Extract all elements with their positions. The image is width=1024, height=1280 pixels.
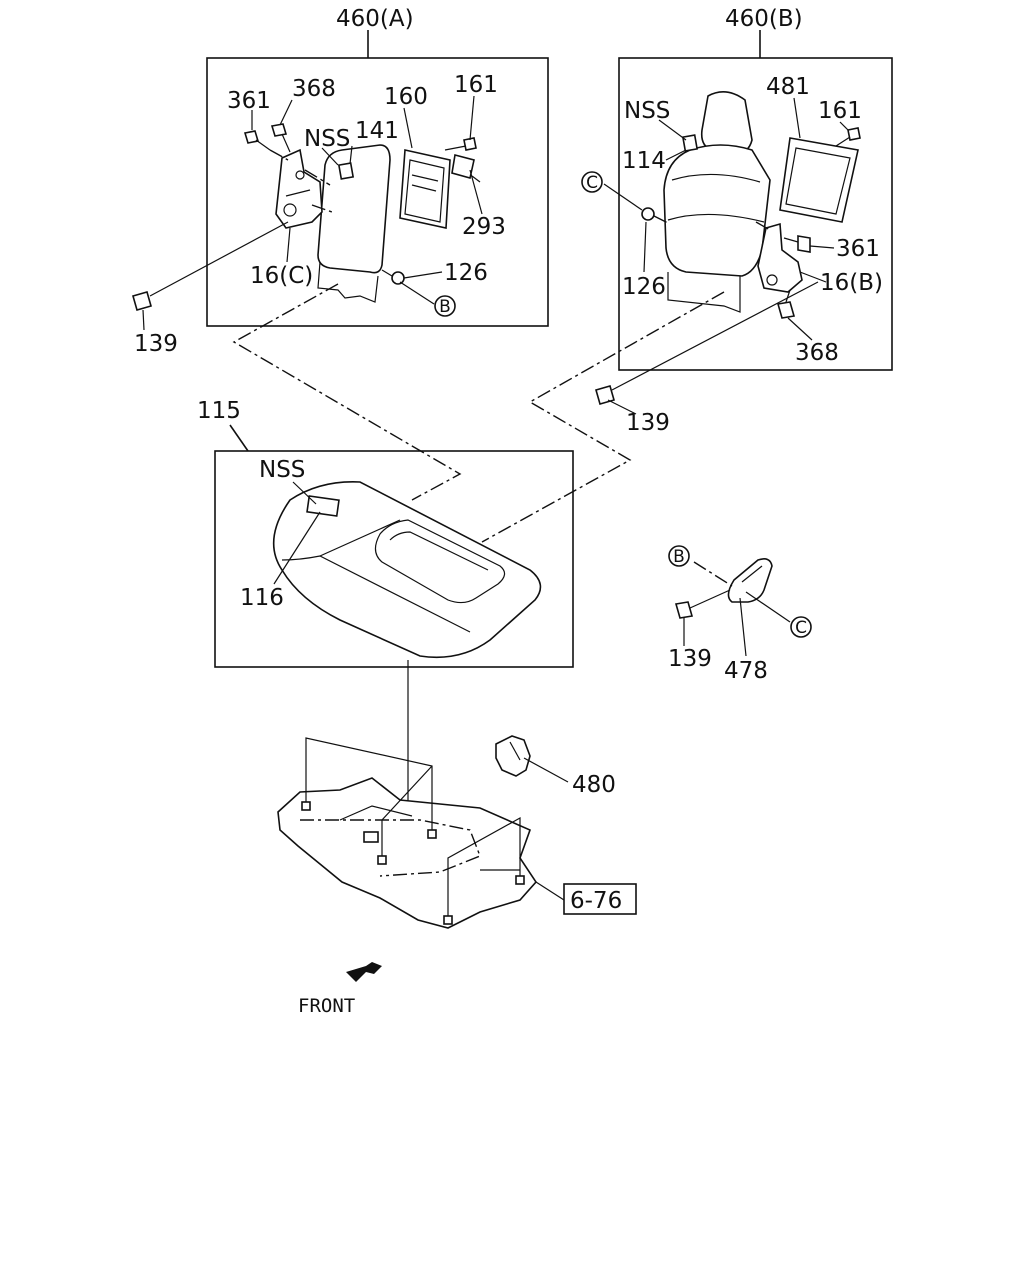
part-368-b-label: 368 bbox=[795, 340, 839, 366]
part-114-label: 114 bbox=[622, 148, 666, 174]
part-361-b-label: 361 bbox=[836, 236, 880, 262]
part-160-label: 160 bbox=[384, 84, 428, 110]
ref-circle-c-b bbox=[581, 171, 603, 193]
part-139-bracket-label: 139 bbox=[668, 646, 712, 672]
ref-circle-b-bracket bbox=[668, 545, 690, 567]
part-480-label: 480 bbox=[572, 772, 616, 798]
ref-circle-b-bracket-letter: B bbox=[673, 547, 685, 567]
part-139-mid-label: 139 bbox=[626, 410, 670, 436]
assy-460a-label: 460(A) bbox=[336, 6, 414, 32]
ref-circle-c-b-letter: C bbox=[586, 173, 598, 193]
part-161-label: 161 bbox=[454, 72, 498, 98]
ref-circle-c-bracket-letter: C bbox=[795, 618, 807, 638]
part-126-b-label: 126 bbox=[622, 274, 666, 300]
nss-label-b: NSS bbox=[624, 98, 670, 124]
bracket-478 bbox=[674, 558, 791, 623]
seatback-b-group-box bbox=[618, 57, 893, 371]
assy-460b-label: 460(B) bbox=[725, 6, 803, 32]
front-label: FRONT bbox=[298, 995, 355, 1017]
part-361-label: 361 bbox=[227, 88, 271, 114]
ref-box-6-76 bbox=[563, 883, 637, 915]
part-478-label: 478 bbox=[724, 658, 768, 684]
seatback-a-assembly bbox=[243, 123, 481, 303]
floor-pan bbox=[277, 737, 538, 929]
nss-label-cushion: NSS bbox=[259, 457, 305, 483]
seatback-a-group-box bbox=[206, 57, 549, 327]
ref-box-6-76-label: 6-76 bbox=[570, 888, 622, 914]
seatback-b-assembly bbox=[641, 91, 861, 319]
clip-480 bbox=[495, 735, 569, 783]
part-141-label: 141 bbox=[355, 118, 399, 144]
ref-circle-b-a-letter: B bbox=[439, 297, 451, 317]
part-16c-label: 16(C) bbox=[250, 263, 313, 289]
part-293-label: 293 bbox=[462, 214, 506, 240]
ref-circle-b-a bbox=[434, 295, 456, 317]
part-368-label: 368 bbox=[292, 76, 336, 102]
ref-circle-c-bracket bbox=[790, 616, 812, 638]
part-116-label: 116 bbox=[240, 585, 284, 611]
seat-cushion-assembly bbox=[272, 481, 542, 659]
nss-label-a: NSS bbox=[304, 126, 350, 152]
cushion-group-box bbox=[214, 450, 574, 668]
part-481-label: 481 bbox=[766, 74, 810, 100]
part-115-label: 115 bbox=[197, 398, 241, 424]
part-16b-label: 16(B) bbox=[820, 270, 883, 296]
part-126-label: 126 bbox=[444, 260, 488, 286]
part-139-left-label: 139 bbox=[134, 331, 178, 357]
front-arrow-icon bbox=[346, 962, 382, 982]
part-161-b-label: 161 bbox=[818, 98, 862, 124]
